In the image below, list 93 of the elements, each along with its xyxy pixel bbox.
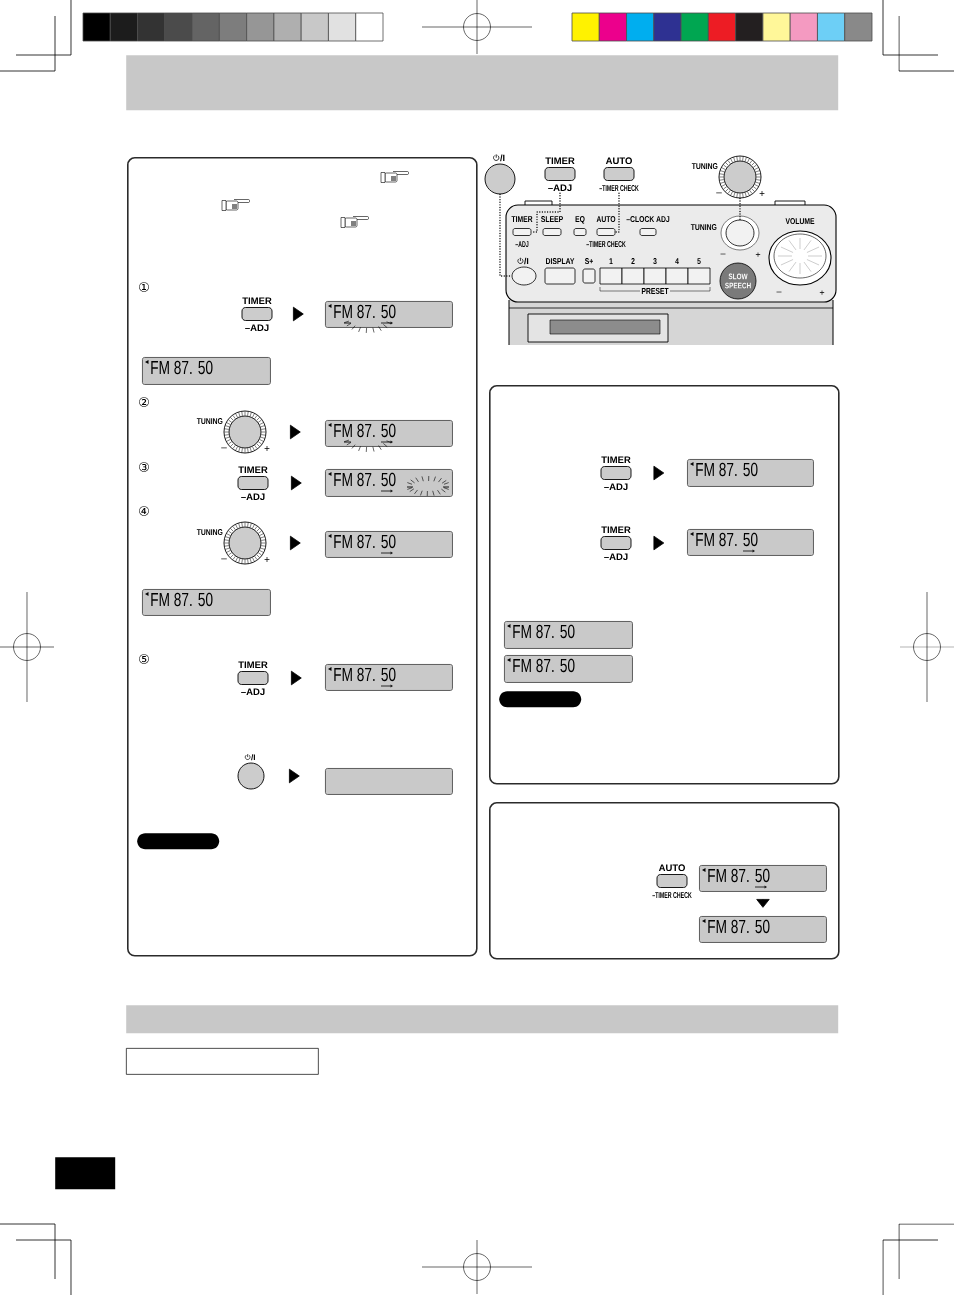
node-label: AUTO bbox=[605, 157, 632, 165]
lcd-display: FM 87. 50 bbox=[325, 301, 453, 328]
heading-band bbox=[126, 1005, 839, 1034]
button: TIMER –ADJ bbox=[237, 661, 269, 696]
control-label: 2 bbox=[631, 258, 635, 264]
lcd-display: FM 87. 50 bbox=[699, 916, 827, 943]
lcd-display: FM 87. 50 bbox=[325, 469, 453, 497]
button-label: /I bbox=[500, 154, 505, 162]
step-number: ④ bbox=[139, 506, 149, 516]
control-label: /I bbox=[524, 257, 529, 265]
arrow bbox=[292, 306, 304, 322]
control-label: DISPLAY bbox=[546, 258, 575, 265]
page-tab bbox=[55, 1157, 116, 1190]
button-label: /I bbox=[251, 754, 255, 761]
leader-line bbox=[614, 192, 620, 233]
node-label: TUNING bbox=[196, 418, 223, 425]
control-label: 3 bbox=[653, 258, 657, 265]
control-label: – bbox=[776, 291, 782, 293]
heading-box bbox=[126, 1048, 319, 1075]
control-label: TUNING bbox=[690, 224, 717, 231]
lcd-display: FM 87. 50 bbox=[325, 531, 453, 558]
node-label: –ADJ bbox=[241, 688, 265, 696]
button: TIMER –ADJ bbox=[600, 526, 632, 561]
node-label: –TIMER CHECK bbox=[652, 892, 692, 899]
arrow bbox=[288, 768, 300, 784]
control-label: AUTO bbox=[596, 216, 616, 223]
node-label: –ADJ bbox=[245, 324, 269, 332]
control-label: + bbox=[819, 290, 825, 295]
arrow bbox=[653, 535, 665, 551]
knob: TUNING – + bbox=[196, 410, 270, 454]
lcd-display: FM 87. 50 bbox=[325, 664, 453, 691]
lcd-display: FM 87. 50 bbox=[325, 420, 453, 447]
knob: TUNING – + bbox=[196, 521, 270, 565]
button: TIMER –ADJ bbox=[544, 157, 576, 192]
arrow bbox=[756, 898, 770, 908]
button: TIMER –ADJ bbox=[600, 456, 632, 491]
step-number: ① bbox=[139, 282, 149, 292]
control-label: 4 bbox=[675, 258, 679, 264]
leader-line bbox=[530, 192, 561, 233]
node-label: TIMER bbox=[238, 466, 268, 474]
lcd-display: FM 87. 50 bbox=[699, 865, 827, 892]
control-label: S+ bbox=[584, 258, 593, 265]
heading-band bbox=[126, 55, 839, 111]
leader-line bbox=[739, 197, 741, 221]
lcd-display: FM 87. 50 bbox=[142, 357, 271, 385]
control-label: 5 bbox=[697, 258, 701, 265]
button: AUTO –TIMER CHECK bbox=[599, 157, 639, 192]
button: AUTO –TIMER CHECK bbox=[652, 864, 692, 899]
node-label: TIMER bbox=[545, 157, 575, 164]
node-label: –TIMER CHECK bbox=[599, 185, 639, 192]
lcd-display: FM 87. 50 bbox=[687, 529, 814, 556]
arrow bbox=[290, 475, 302, 491]
node-label: –ADJ bbox=[548, 184, 572, 192]
control-label: VOLUME bbox=[785, 218, 815, 225]
node-label: TUNING bbox=[691, 163, 718, 170]
node-label: TIMER bbox=[242, 297, 272, 304]
control-label: –TIMER CHECK bbox=[586, 241, 626, 248]
control-label: TIMER bbox=[511, 216, 533, 222]
node-label: –ADJ bbox=[604, 553, 628, 561]
step-number: ② bbox=[139, 397, 149, 407]
control-label: –ADJ bbox=[515, 241, 529, 248]
node-label: TUNING bbox=[196, 529, 223, 536]
node-label: –ADJ bbox=[241, 493, 265, 501]
lcd-display: FM 87. 50 bbox=[687, 459, 814, 487]
button: TIMER –ADJ bbox=[241, 297, 273, 332]
node-label: AUTO bbox=[658, 864, 685, 872]
arrow bbox=[653, 465, 665, 481]
node-label: TIMER bbox=[601, 456, 631, 464]
node-label: TIMER bbox=[238, 661, 268, 669]
arrow bbox=[290, 670, 302, 686]
note-badge bbox=[499, 691, 582, 708]
lcd-display: FM 87. 50 bbox=[142, 589, 271, 616]
control-label: PRESET bbox=[641, 288, 669, 294]
round-button: SLOW SPEECH bbox=[719, 262, 757, 300]
control-label: 1 bbox=[609, 258, 613, 264]
step-number: ⑤ bbox=[139, 654, 149, 664]
control-label: SLEEP bbox=[541, 216, 563, 223]
step-number: ③ bbox=[139, 462, 149, 472]
arrow bbox=[289, 535, 301, 551]
control-label: – bbox=[720, 253, 726, 255]
knob: TUNING – + bbox=[691, 155, 765, 199]
lcd-display bbox=[325, 768, 453, 795]
leader-line bbox=[499, 193, 513, 277]
control-label: EQ bbox=[575, 216, 585, 224]
lcd-display: FM 87. 50 bbox=[504, 655, 633, 683]
node-label: TIMER bbox=[601, 526, 631, 534]
note-badge bbox=[137, 833, 220, 850]
control-label: + bbox=[755, 252, 761, 257]
node-label: –ADJ bbox=[604, 483, 628, 491]
button: TIMER –ADJ bbox=[237, 466, 269, 501]
arrow bbox=[289, 424, 301, 440]
lcd-display: FM 87. 50 bbox=[504, 621, 633, 649]
control-label: –CLOCK ADJ bbox=[626, 216, 670, 223]
